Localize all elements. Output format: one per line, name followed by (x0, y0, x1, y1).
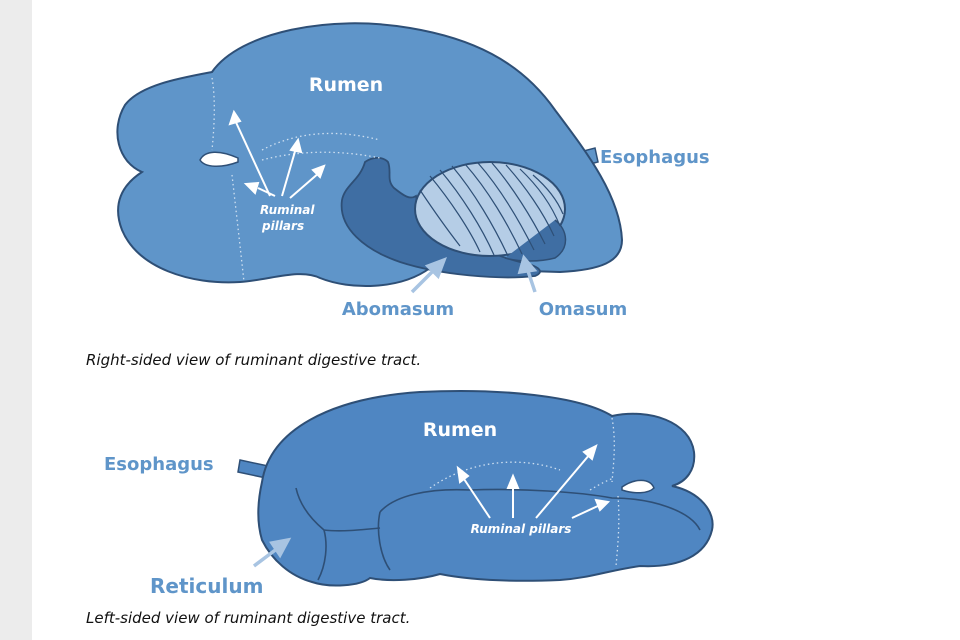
top-abomasum-label: Abomasum (342, 299, 454, 320)
top-figure-caption: Right-sided view of ruminant digestive t… (86, 351, 422, 369)
bottom-pillar-arrows (456, 444, 611, 519)
bottom-diagram: Rumen Esophagus Ruminal pillars Reticulu… (104, 390, 714, 598)
top-rumen-label: Rumen (309, 74, 383, 96)
top-pillar-arrows (228, 109, 326, 199)
bottom-rumen-label: Rumen (423, 419, 497, 441)
bottom-pointer-arrow (252, 537, 292, 568)
bottom-rumen-body (257, 390, 714, 587)
top-esophagus-label: Esophagus (600, 147, 710, 168)
bottom-pillar-lines (429, 417, 620, 567)
bottom-reticulum (295, 487, 381, 581)
top-omasum-label: Omasum (539, 299, 628, 320)
top-rumen-notch (199, 151, 239, 167)
bottom-esophagus-label: Esophagus (104, 454, 214, 475)
top-diagram: Rumen Esophagus Ruminal pillars Abomasum… (116, 22, 710, 320)
top-pillars-label-line2: pillars (261, 219, 304, 233)
top-pointer-arrows (410, 254, 538, 294)
bottom-ventral-sac (379, 488, 701, 531)
bottom-figure-caption: Left-sided view of ruminant digestive tr… (86, 609, 411, 627)
bottom-reticulum-label: Reticulum (150, 574, 263, 598)
page-left-margin (0, 0, 32, 640)
top-pillar-lines (211, 77, 381, 283)
bottom-ventral-sac-lower (377, 511, 391, 571)
top-pillars-label-line1: Ruminal (260, 203, 315, 217)
top-omasum (414, 161, 567, 262)
bottom-rumen-notch (621, 479, 655, 494)
bottom-pillars-label: Ruminal pillars (471, 522, 572, 536)
